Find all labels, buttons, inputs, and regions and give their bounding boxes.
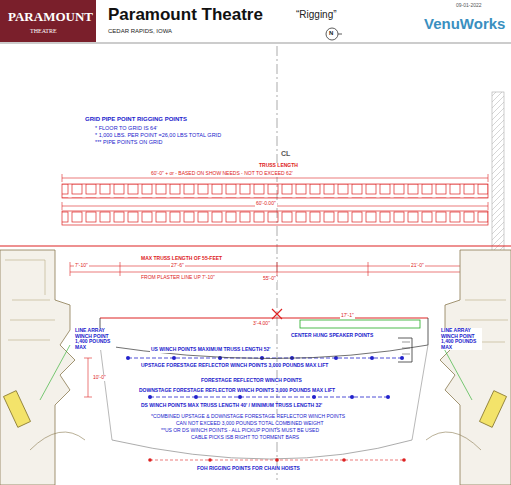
- note: CABLE PICKS ISB RIGHT TO TORMENT BARS: [190, 435, 300, 441]
- dimension: MAX TRUSS LENGTH OF 55-FEET: [140, 256, 223, 262]
- foh-label: FOH RIGGING POINTS FOR CHAIN HOISTS: [196, 466, 301, 472]
- logo-panel: [0, 0, 96, 42]
- note: CAN NOT EXCEED 3,000 POUNDS TOTAL COMBIN…: [175, 421, 325, 427]
- dimension: 27'-6": [170, 263, 185, 269]
- dimension: 21'-0": [410, 263, 425, 269]
- truss: [62, 184, 488, 198]
- foh-points: [148, 458, 406, 462]
- note: *COMBINED UPSTAGE & DOWNSTAGE FORESTAGE …: [150, 414, 346, 420]
- date: 09-01-2022: [456, 3, 482, 9]
- truss-label: TRUSS LENGTH: [258, 163, 299, 169]
- dimension: 55'-0": [262, 276, 277, 282]
- note-heading: GRID PIPE POINT RIGGING POINTS: [84, 116, 188, 123]
- line-array-speaker: [3, 391, 30, 428]
- dimension: 60'-0.00": [255, 201, 277, 207]
- north-arrow: [326, 28, 338, 40]
- centerline-mark: CL: [280, 150, 291, 158]
- line-array-label: LINE ARRAY WINCH POINT 1,400 POUNDS MAX: [440, 328, 482, 350]
- speaker-label: CENTER HUNG SPEAKER POINTS: [290, 333, 374, 339]
- note: **US OR DS WINCH POINTS - ALL PICKUP POI…: [160, 428, 320, 434]
- winch-label: DOWNSTAGE FORESTAGE REFLECTOR WINCH POIN…: [138, 388, 336, 394]
- dimension: 10'-0": [92, 375, 107, 381]
- dimension: 7'-10": [74, 263, 89, 269]
- winch-points: [126, 356, 404, 360]
- winch-label: UPSTAGE FORESTAGE REFLECTOR WINCH POINTS…: [140, 363, 329, 369]
- logo-word: THEATRE: [30, 28, 57, 35]
- sheet-name: “Rigging”: [296, 9, 337, 20]
- dimension: FROM PLASTER LINE UP 7'-10": [140, 275, 216, 281]
- speaker-point: [272, 309, 282, 319]
- winch-label: DS WINCH POINTS MAX TRUSS LENGTH 40' / M…: [140, 403, 323, 409]
- dimension: 17'-1": [340, 313, 355, 319]
- dimension: 60'-0" + or - BASED ON SHOW NEEDS - NOT …: [150, 171, 294, 177]
- north-letter: N: [329, 30, 333, 37]
- title: Paramount Theatre: [108, 6, 263, 25]
- winch-label: US WINCH POINTS MAXIMUM TRUSS LENGTH 52': [150, 347, 272, 353]
- note: * FLOOR TO GRID IS 64': [94, 125, 158, 131]
- line-array-label: LINE ARRAY WINCH POINT 1,400 POUNDS MAX: [74, 328, 116, 350]
- line-array-speaker: [479, 391, 506, 428]
- note: *** PIPE POINTS ON GRID: [94, 139, 164, 145]
- winch-label: FORESTAGE REFLECTOR WINCH POINTS: [200, 378, 303, 384]
- logo-word: PARAMOUNT: [8, 10, 93, 24]
- dimension: 3'-4.00": [252, 321, 271, 327]
- truss: [62, 211, 488, 225]
- company-logo: VenuWorks: [424, 16, 505, 33]
- note: * 1,000 LBS. PER POINT =26,00 LBS TOTAL …: [94, 132, 222, 138]
- location: CEDAR RAPIDS, IOWA: [108, 28, 172, 35]
